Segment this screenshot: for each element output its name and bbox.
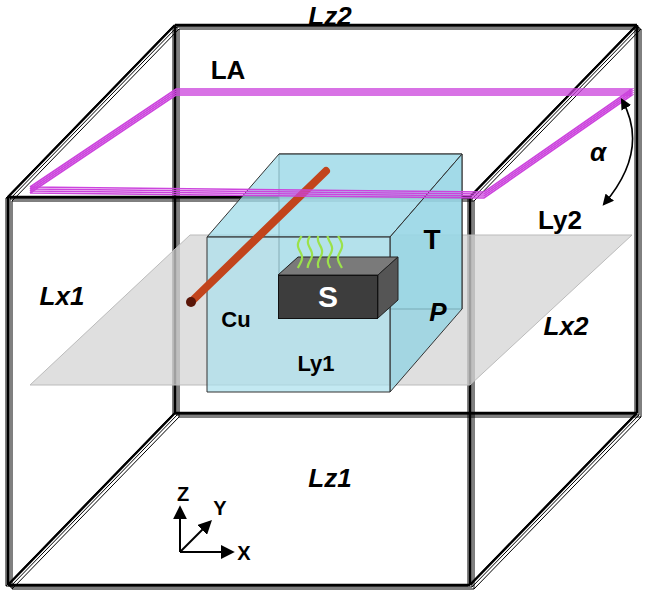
- coil-winding: [10, 587, 472, 588]
- field-line: [328, 236, 333, 268]
- field-line: [308, 236, 313, 268]
- part-label: Cu: [221, 309, 250, 331]
- part-label: P: [429, 299, 446, 325]
- part-label: Lz1: [308, 465, 351, 491]
- field-line: [338, 236, 342, 268]
- mid-plane: [30, 235, 632, 385]
- field-line: [298, 236, 302, 268]
- part-label: Ly2: [538, 207, 582, 233]
- node-text: T: [423, 226, 440, 254]
- coil-winding: [173, 26, 635, 27]
- part-label: Z: [177, 484, 189, 504]
- la-winding: [30, 91, 632, 194]
- coil-winding: [177, 415, 639, 416]
- field-lines: [298, 236, 342, 268]
- coil-winding: [636, 25, 638, 413]
- part-label: Y: [213, 498, 226, 518]
- coil-winding: [6, 198, 7, 586]
- node-text: S: [318, 282, 338, 312]
- la-coil: [30, 89, 632, 198]
- coil-winding: [8, 413, 175, 585]
- sample-block: [278, 257, 398, 318]
- coil-winding: [177, 27, 639, 28]
- la-winding: [30, 89, 632, 192]
- coil-winding: [474, 417, 641, 589]
- coil-winding: [6, 414, 173, 586]
- coil-winding: [468, 26, 635, 198]
- coil-frame: [6, 25, 641, 589]
- part-label: LA: [211, 57, 246, 83]
- rod-end: [186, 297, 196, 307]
- coil-winding: [470, 413, 637, 585]
- coil-winding: [10, 415, 177, 587]
- coil-winding: [6, 586, 468, 587]
- coil-winding: [10, 27, 177, 199]
- coil-winding: [10, 199, 11, 587]
- part-label: Ly1: [297, 353, 334, 375]
- part-label: X: [237, 543, 250, 563]
- la-winding: [30, 95, 632, 198]
- part-label: Lz2: [308, 3, 351, 29]
- sample-node: S: [278, 275, 378, 319]
- tank-node: TS: [207, 154, 465, 392]
- coil-winding: [474, 29, 641, 201]
- la-winding: [30, 93, 632, 196]
- coil-winding: [12, 29, 179, 201]
- coil-winding: [173, 414, 635, 415]
- coil-winding: [635, 26, 636, 414]
- coil-winding: [641, 29, 642, 417]
- coil-winding: [7, 197, 9, 585]
- coil-winding: [472, 27, 639, 199]
- field-line: [318, 236, 322, 268]
- coil-winding: [472, 415, 639, 587]
- coil-winding: [179, 29, 641, 30]
- part-label: α: [590, 139, 606, 165]
- part-label: Lx2: [544, 313, 589, 339]
- coil-winding: [639, 27, 640, 415]
- coil-winding: [179, 417, 641, 418]
- coil-winding: [470, 25, 637, 197]
- coil-winding: [12, 417, 179, 589]
- part-label: Lx1: [40, 283, 85, 309]
- coil-winding: [468, 414, 635, 586]
- coil-winding: [12, 201, 13, 589]
- rotation-arrow: [604, 100, 633, 204]
- coil-winding: [12, 589, 474, 590]
